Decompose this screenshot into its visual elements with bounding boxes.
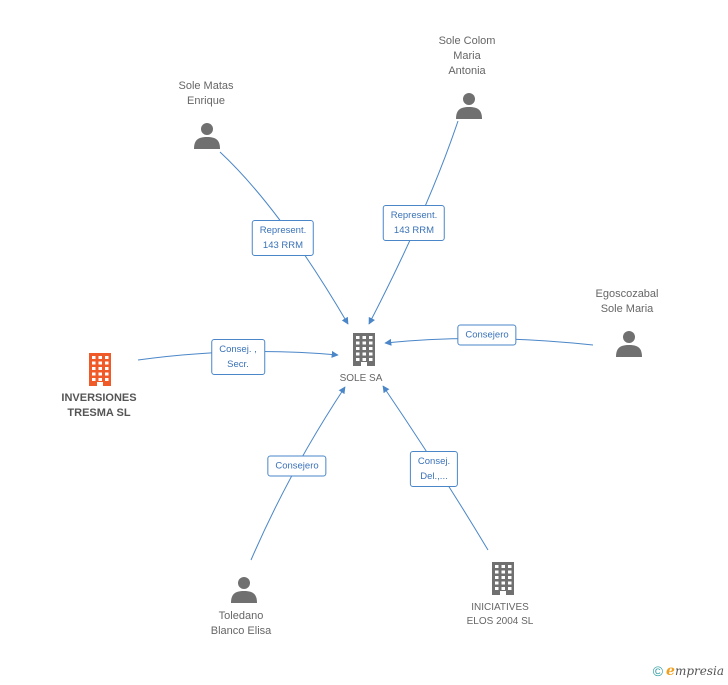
person-icon[interactable] bbox=[615, 329, 643, 357]
edge-tag-line: Consej. , bbox=[219, 344, 257, 355]
person-label-egoscozabal[interactable]: Egoscozabal Sole Maria bbox=[596, 287, 659, 317]
person-name-line: Antonia bbox=[448, 65, 486, 77]
highlighted-building-icon[interactable] bbox=[87, 352, 113, 386]
person-name-line: Blanco Elisa bbox=[210, 625, 272, 637]
edge-tag-matas[interactable]: Represent. 143 RRM bbox=[251, 220, 315, 256]
edge-tag-toledano[interactable]: Consejero bbox=[267, 455, 327, 477]
edge-tag-line: Secr. bbox=[227, 359, 249, 370]
edge-tag-egoscozabal[interactable]: Consejero bbox=[457, 324, 517, 346]
edge-tag-line: 143 RRM bbox=[262, 240, 304, 251]
person-name-line: Toledano bbox=[218, 610, 264, 622]
company-name-line: TRESMA SL bbox=[67, 407, 131, 419]
edge-tag-line: Consejero bbox=[465, 329, 509, 341]
person-name-line: Sole Matas bbox=[178, 80, 234, 92]
center-building-icon bbox=[353, 333, 375, 366]
building-icon[interactable] bbox=[490, 561, 516, 595]
copyright-icon: © bbox=[652, 663, 664, 679]
edge-tag-tresma[interactable]: Consej. , Secr. bbox=[211, 339, 265, 375]
company-name-line: INICIATIVES bbox=[471, 602, 529, 613]
edge-tag-line: Consej. bbox=[417, 456, 451, 467]
person-label-sole-matas[interactable]: Sole Matas Enrique bbox=[178, 79, 233, 109]
edge-tag-colom[interactable]: Represent. 143 RRM bbox=[382, 205, 446, 241]
center-company-label[interactable]: SOLE SA bbox=[340, 372, 383, 386]
brand-rest: mpresia bbox=[674, 664, 724, 678]
brand-initial: e bbox=[666, 663, 675, 679]
company-label-inversiones-tresma[interactable]: INVERSIONES TRESMA SL bbox=[61, 391, 136, 421]
edge-tag-elos[interactable]: Consej. Del.,... bbox=[409, 451, 459, 487]
edge-tag-line: Del.,... bbox=[420, 471, 448, 482]
person-name-line: Egoscozabal bbox=[595, 288, 659, 300]
brand-logo: empresia bbox=[666, 663, 724, 679]
center-company-name: SOLE SA bbox=[339, 373, 383, 384]
person-name-line: Sole Maria bbox=[600, 303, 654, 315]
company-name-line: INVERSIONES bbox=[61, 392, 137, 404]
person-name-line: Sole Colom bbox=[438, 35, 496, 47]
person-icon[interactable] bbox=[230, 575, 258, 603]
person-name-line: Enrique bbox=[187, 95, 225, 107]
person-icon[interactable] bbox=[455, 91, 483, 119]
edge-tag-line: Represent. bbox=[390, 210, 438, 221]
edge-tag-line: 143 RRM bbox=[393, 225, 435, 236]
footer-brand[interactable]: © empresia bbox=[653, 663, 724, 679]
person-name-line: Maria bbox=[453, 50, 481, 62]
person-label-sole-colom[interactable]: Sole Colom Maria Antonia bbox=[439, 34, 496, 79]
edge-tag-line: Represent. bbox=[259, 225, 307, 236]
person-label-toledano[interactable]: Toledano Blanco Elisa bbox=[211, 609, 272, 639]
company-name-line: ELOS 2004 SL bbox=[466, 616, 534, 627]
company-label-iniciatives-elos[interactable]: INICIATIVES ELOS 2004 SL bbox=[467, 601, 534, 629]
edge-tag-line: Consejero bbox=[275, 460, 319, 472]
person-icon[interactable] bbox=[193, 121, 221, 149]
